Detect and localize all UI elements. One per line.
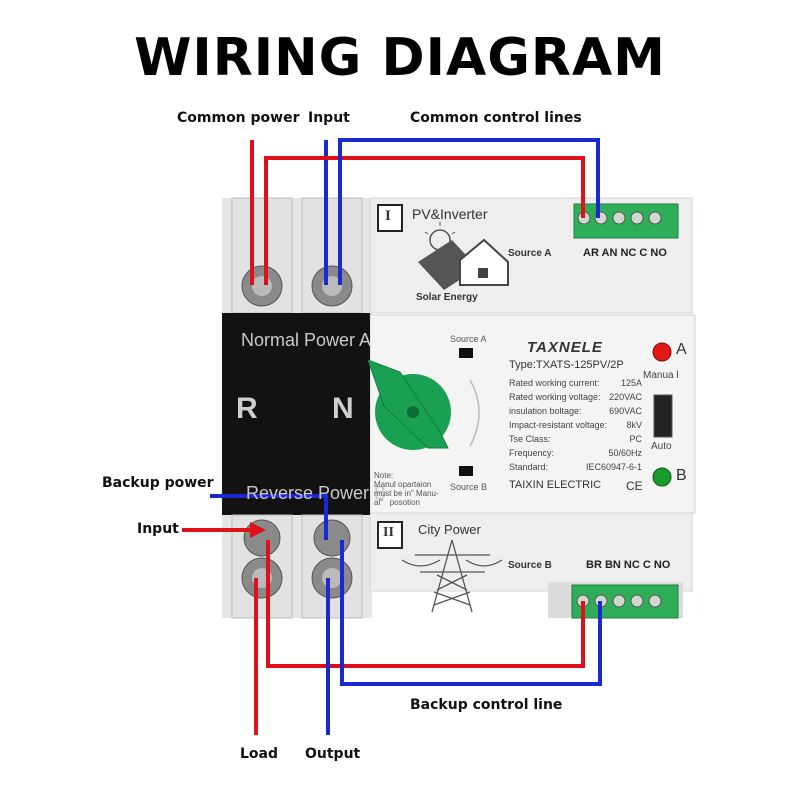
label-output: Output xyxy=(305,746,361,762)
switch-source-a-label: Source A xyxy=(450,334,487,344)
spec-key: Tse Class: xyxy=(509,434,551,444)
ce-mark: CE xyxy=(626,479,643,493)
power-tower-icon xyxy=(401,539,503,613)
device-bottom-module xyxy=(369,512,693,592)
rotary-switch-handle[interactable] xyxy=(367,359,451,450)
label-input-top: Input xyxy=(308,110,350,126)
spec-value: 690VAC xyxy=(609,406,642,416)
screw-bottom-left-1 xyxy=(243,519,281,557)
spec-value: 8kV xyxy=(626,420,642,430)
solar-energy-caption: Solar Energy xyxy=(416,292,478,303)
lamp-b xyxy=(652,467,672,487)
brand-logo: TAXNELE xyxy=(527,339,603,356)
spec-row: insulation boltage: 690VAC xyxy=(509,404,642,418)
label-common-power: Common power xyxy=(177,110,300,126)
spec-row: Rated working current: 125A xyxy=(509,376,642,390)
spec-value: 125A xyxy=(620,378,642,388)
label-common-control-lines: Common control lines xyxy=(410,110,582,126)
spec-row: Frequency: 50/60Hz xyxy=(509,446,642,460)
section-1-title: PV&Inverter xyxy=(412,206,488,222)
lamp-a xyxy=(652,342,672,362)
n-terminal-letter: N xyxy=(332,392,354,425)
section-2-badge xyxy=(377,521,403,549)
spec-value: 220VAC xyxy=(609,392,642,402)
terminal-b-labels: BR BN NC C NO xyxy=(586,559,671,571)
spec-row: Impact-resistant voltage: 8kV xyxy=(509,418,642,432)
device-type: Type:TXATS-125PV/2P xyxy=(509,359,624,371)
spec-key: Impact-resistant voltage: xyxy=(509,420,608,430)
label-backup-control-line: Backup control line xyxy=(410,697,563,713)
section-1-numeral: I xyxy=(385,208,391,224)
spec-key: Frequency: xyxy=(509,448,555,458)
wire-common-control-blue xyxy=(338,138,600,285)
indicator-a-label: A xyxy=(676,341,687,358)
spec-key: Standard: xyxy=(509,462,549,472)
terminal-a-labels: AR AN NC C NO xyxy=(583,247,667,259)
manual-auto-switch[interactable] xyxy=(653,394,673,438)
wire-backup-control-red xyxy=(266,540,585,668)
diagram-title: WIRING DIAGRAM xyxy=(134,28,666,88)
normal-power-a-label: Normal Power A xyxy=(241,330,372,350)
indicator-b-label: B xyxy=(676,467,687,484)
indicator-window-a xyxy=(459,348,473,358)
source-b-label: Source B xyxy=(508,560,552,571)
section-1-badge xyxy=(377,204,403,232)
spec-key: insulation boltage: xyxy=(509,406,582,416)
section-2-numeral: II xyxy=(383,525,394,540)
spec-row: Standard: IEC60947-6-1 xyxy=(509,460,642,474)
manufacturer-name: TAIXIN ELECTRIC xyxy=(509,479,602,491)
wire-backup-control-blue xyxy=(340,540,602,686)
wire-common-control-red xyxy=(264,156,585,285)
indicator-window-b xyxy=(459,466,473,476)
label-input-left: Input xyxy=(137,521,179,537)
black-front-panel xyxy=(222,313,370,515)
spec-row: Rated working voltage: 220VAC xyxy=(509,390,642,404)
label-load: Load xyxy=(240,746,279,762)
spec-value: IEC60947-6-1 xyxy=(585,462,642,472)
auto-mode-label: Auto xyxy=(651,441,672,452)
manual-operation-note: Note: Manul opartaion must be in" Manu- … xyxy=(374,471,439,507)
spec-value: PC xyxy=(629,434,642,444)
wire-backup-power-blue xyxy=(210,494,328,540)
solar-energy-icon xyxy=(418,222,509,290)
switch-source-b-label: Source B xyxy=(450,482,488,492)
spec-key: Rated working voltage: xyxy=(509,392,601,402)
label-backup-power: Backup power xyxy=(102,475,214,491)
r-terminal-letter: R xyxy=(236,392,258,425)
reverse-power-b-label: Reverse Power B xyxy=(246,483,387,503)
screw-bottom-right-1 xyxy=(313,519,351,557)
manual-mode-label: Manua l xyxy=(643,370,679,381)
spec-value: 50/60Hz xyxy=(608,448,642,458)
section-2-title: City Power xyxy=(418,522,481,537)
source-a-label: Source A xyxy=(508,248,552,259)
spec-key: Rated working current: xyxy=(509,378,600,388)
spec-row: Tse Class: PC xyxy=(509,432,642,446)
